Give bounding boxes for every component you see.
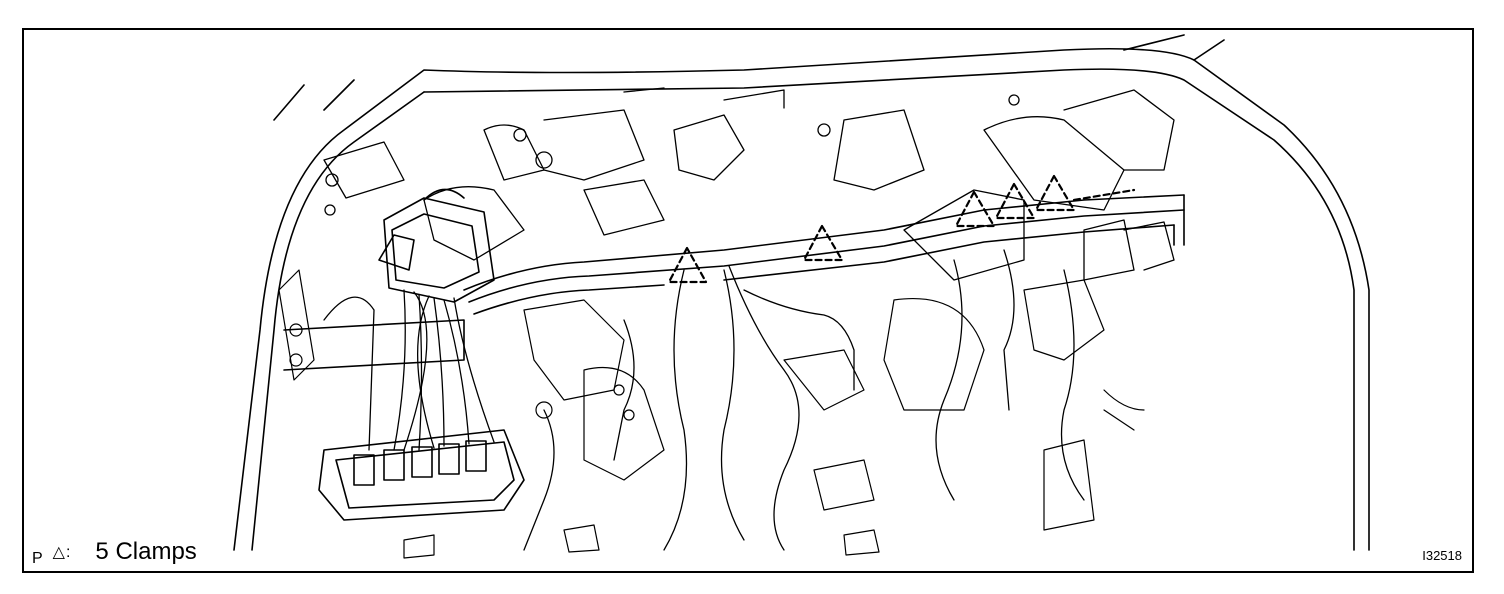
dashboard-outline [233, 34, 1370, 551]
legend-label: 5 Clamps [95, 538, 197, 565]
figure-frame: P △: 5 Clamps I32518 [22, 28, 1474, 573]
wiring-harness-illustration [233, 34, 1370, 559]
clamp-marker-4 [994, 182, 1036, 220]
clamp-marker-3 [954, 190, 996, 228]
clamp-legend-icon: △: [52, 544, 72, 561]
clamp-marker-1 [667, 246, 708, 284]
corner-mark: P [32, 550, 43, 567]
interior-structures [323, 87, 1175, 281]
clamp-markers [667, 174, 1136, 284]
clamp-marker-2 [802, 224, 844, 262]
junction-block [318, 188, 525, 521]
harness-trunk [283, 194, 1185, 371]
clamp-marker-5 [1034, 174, 1076, 212]
harness-branches [323, 249, 1085, 551]
legend: P △: 5 Clamps [32, 539, 197, 567]
lower-structures [278, 269, 1145, 559]
figure-id: I32518 [1422, 548, 1462, 563]
